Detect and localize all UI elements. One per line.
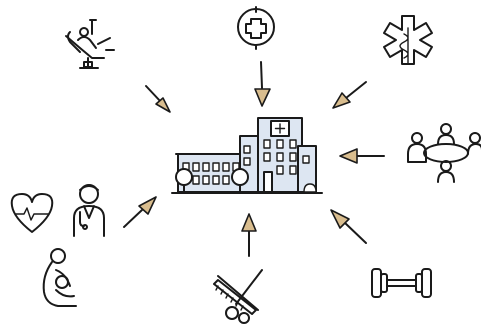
doctor-icon: [73, 184, 105, 237]
meeting-table-icon: [407, 123, 481, 183]
medical-cross-badge-icon: [237, 6, 275, 50]
arrow-from-meeting: [339, 148, 385, 164]
arrow-from-cross-badge: [254, 61, 271, 107]
scissors-comb-icon: [213, 269, 263, 324]
arrow-from-doctor: [123, 196, 157, 228]
tower-windows: [243, 139, 310, 175]
arrow-from-scissors: [241, 213, 257, 257]
dental-chair-icon: [65, 19, 115, 69]
hospital-building-icon: [171, 117, 323, 194]
left-wing-windows: [182, 162, 240, 185]
heart-rate-icon: [10, 193, 54, 233]
arrow-from-star-of-life: [332, 81, 367, 109]
star-of-life-icon: [383, 15, 433, 65]
arrow-from-dumbbell: [330, 209, 367, 244]
mother-breastfeeding-icon: [42, 248, 77, 307]
arrow-from-dental: [145, 85, 171, 113]
dumbbell-icon: [371, 268, 432, 298]
